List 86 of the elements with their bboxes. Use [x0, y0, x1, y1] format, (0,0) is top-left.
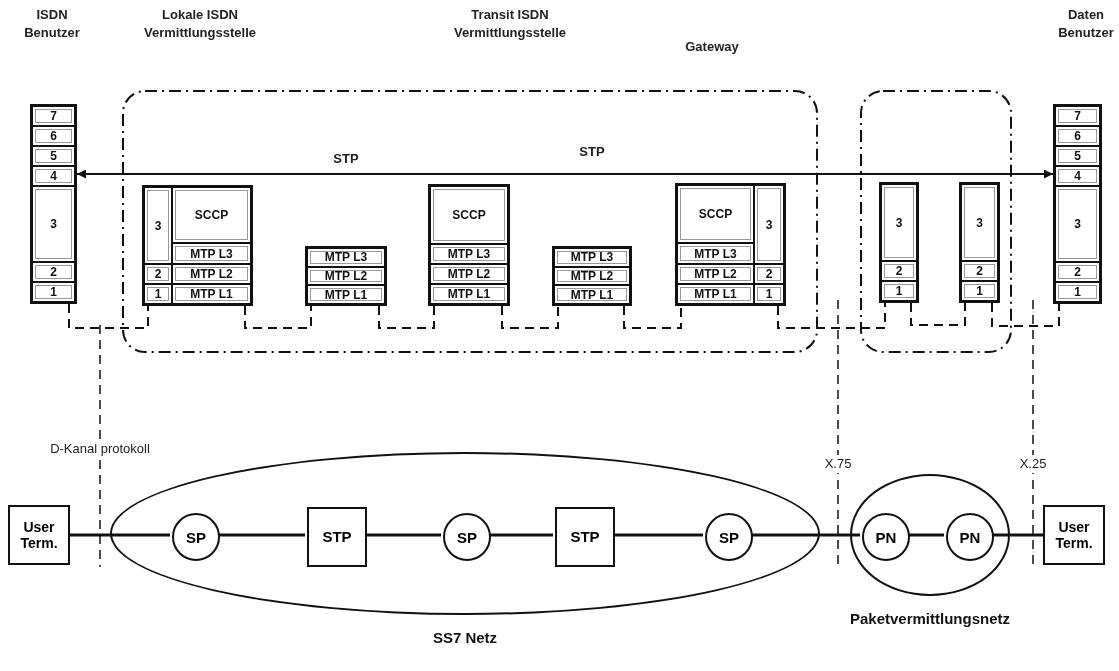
column-heading: Transit ISDN Vermittlungsstelle	[453, 6, 567, 42]
protocol-layer: MTP L3	[677, 243, 754, 264]
protocol-layer: 3	[144, 187, 172, 264]
protocol-stack	[675, 183, 786, 306]
link-line	[68, 303, 149, 329]
column-heading: Daten Benutzer	[1057, 6, 1115, 42]
network-label: Paketvermittlungsnetz	[850, 610, 1010, 627]
terminal-box: User Term.	[1043, 505, 1105, 565]
transfer-point-box: STP	[555, 507, 615, 567]
signalling-point-circle: SP	[705, 513, 753, 561]
protocol-layer: MTP L1	[430, 284, 508, 304]
protocol-layer: 2	[32, 262, 75, 282]
protocol-layer: 3	[754, 185, 784, 264]
protocol-layer: 4	[1055, 166, 1100, 186]
protocol-layer: 3	[32, 186, 75, 262]
protocol-layer: 1	[961, 281, 998, 301]
protocol-layer: 2	[961, 261, 998, 281]
protocol-stack	[1053, 104, 1102, 304]
protocol-stack	[552, 246, 632, 306]
protocol-stack	[428, 184, 510, 306]
protocol-layer: MTP L3	[172, 243, 251, 264]
protocol-layer: MTP L3	[307, 248, 385, 267]
protocol-layer: 5	[32, 146, 75, 166]
protocol-stack	[879, 182, 919, 303]
signalling-point-circle: PN	[862, 513, 910, 561]
protocol-layer: 2	[881, 261, 917, 281]
protocol-stack	[305, 246, 387, 306]
protocol-layer: 7	[1055, 106, 1100, 126]
signalling-point-circle: PN	[946, 513, 994, 561]
signalling-point-circle: SP	[172, 513, 220, 561]
double-arrow	[76, 169, 1054, 179]
relay-label: STP	[332, 150, 360, 168]
signalling-point-circle: SP	[443, 513, 491, 561]
column-heading: Gateway	[684, 38, 740, 56]
protocol-layer: 3	[881, 184, 917, 261]
protocol-layer: 1	[881, 281, 917, 301]
relay-label: STP	[578, 143, 606, 161]
link-line	[623, 305, 682, 329]
connection-line	[218, 533, 305, 537]
protocol-stack	[142, 185, 253, 306]
protocol-layer: 1	[754, 284, 784, 304]
protocol-layer: 2	[754, 264, 784, 284]
group-frame	[860, 90, 1012, 353]
protocol-layer: MTP L1	[172, 284, 251, 304]
protocol-layer: MTP L1	[677, 284, 754, 304]
protocol-layer: MTP L3	[554, 248, 630, 267]
protocol-layer: 3	[1055, 186, 1100, 262]
protocol-layer: SCCP	[677, 185, 754, 243]
protocol-layer: SCCP	[430, 186, 508, 244]
protocol-layer: MTP L2	[677, 264, 754, 284]
protocol-layer: 6	[32, 126, 75, 146]
protocol-stack	[959, 182, 1000, 303]
group-frame	[122, 90, 818, 353]
protocol-layer: 7	[32, 106, 75, 126]
protocol-stack	[30, 104, 77, 304]
column-heading: ISDN Benutzer	[23, 6, 81, 42]
protocol-layer: MTP L2	[430, 264, 508, 284]
connection-line	[992, 533, 1043, 537]
protocol-layer: 3	[961, 184, 998, 261]
connection-line	[70, 533, 170, 537]
link-line	[991, 302, 1060, 327]
protocol-layer: MTP L2	[172, 264, 251, 284]
connection-line	[489, 533, 553, 537]
protocol-layer: SCCP	[172, 187, 251, 243]
transfer-point-box: STP	[307, 507, 367, 567]
protocol-layer: 1	[144, 284, 172, 304]
link-line	[244, 305, 312, 329]
network-label: SS7 Netz	[432, 629, 498, 646]
link-line	[910, 302, 966, 326]
terminal-box: User Term.	[8, 505, 70, 565]
protocol-layer: MTP L1	[307, 285, 385, 304]
connection-line	[751, 533, 860, 537]
connection-line	[908, 533, 944, 537]
protocol-layer: 1	[1055, 282, 1100, 302]
protocol-layer: 6	[1055, 126, 1100, 146]
column-heading: Lokale ISDN Vermittlungsstelle	[143, 6, 257, 42]
protocol-layer: MTP L1	[554, 285, 630, 304]
link-line	[378, 305, 435, 329]
protocol-layer: MTP L3	[430, 244, 508, 264]
protocol-layer: 5	[1055, 146, 1100, 166]
protocol-layer: 2	[1055, 262, 1100, 282]
protocol-layer: 4	[32, 166, 75, 186]
link-line	[501, 305, 559, 329]
protocol-layer: 2	[144, 264, 172, 284]
protocol-layer: 1	[32, 282, 75, 302]
link-line	[777, 302, 886, 329]
